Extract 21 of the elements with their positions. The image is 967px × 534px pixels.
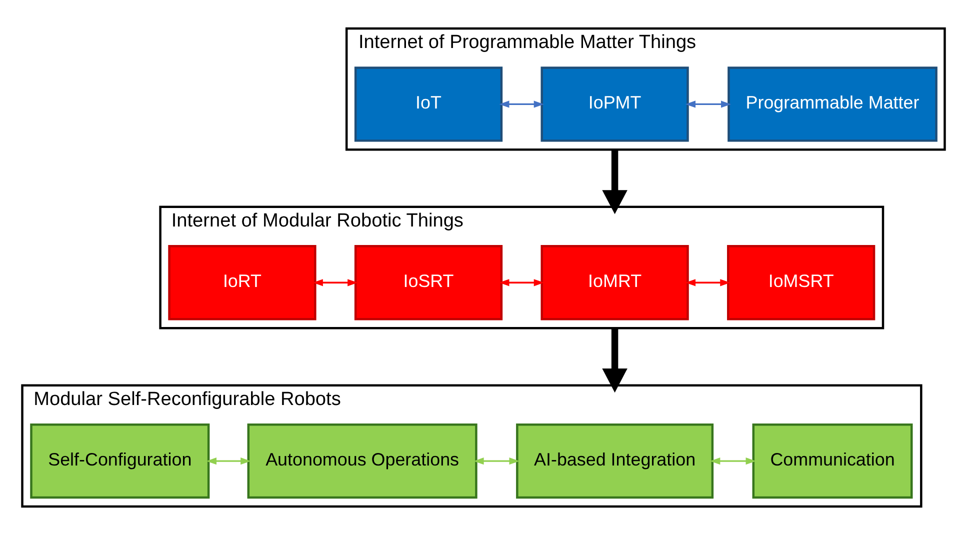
arrow xyxy=(602,149,628,214)
arrow xyxy=(710,457,756,464)
node-box: Communication xyxy=(752,422,913,498)
arrow xyxy=(312,278,358,286)
arrow xyxy=(474,457,520,464)
node-box: Programmable Matter xyxy=(728,66,938,142)
node-box: IoMSRT xyxy=(727,244,876,320)
node-box: IoT xyxy=(354,66,503,142)
arrow xyxy=(602,328,628,392)
node-box: IoRT xyxy=(168,244,316,320)
arrow xyxy=(499,100,544,108)
node-box: Self-Configuration xyxy=(30,422,210,498)
arrow xyxy=(499,278,544,286)
node-box: AI-based Integration xyxy=(516,422,714,498)
node-box: IoMRT xyxy=(540,244,689,320)
arrow xyxy=(206,457,251,464)
arrow xyxy=(685,278,730,286)
node-box: IoSRT xyxy=(354,244,503,320)
node-box: Autonomous Operations xyxy=(247,422,478,498)
node-box: IoPMT xyxy=(540,66,689,142)
arrow xyxy=(685,100,732,108)
